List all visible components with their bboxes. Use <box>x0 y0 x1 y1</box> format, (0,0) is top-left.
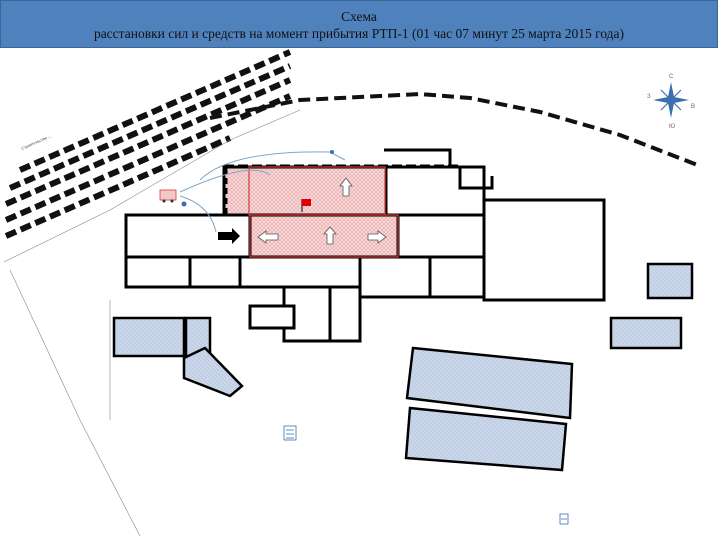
title-bar: Схема расстановки сил и средств на момен… <box>0 0 718 48</box>
hatched-tracks <box>4 49 292 239</box>
water-supply-icon <box>283 425 297 441</box>
main-building <box>124 148 606 343</box>
small-marker-icon <box>559 513 569 525</box>
attack-direction-arrow <box>218 228 240 244</box>
compass-east: В <box>691 104 695 110</box>
title-line-2: расстановки сил и средств на момент приб… <box>93 26 625 41</box>
fire-zone <box>248 166 399 258</box>
hydrant-icon <box>181 150 334 207</box>
site-boundary <box>3 109 301 537</box>
compass-north: С <box>669 74 674 80</box>
nozzle-icon <box>257 177 387 245</box>
fire-truck-icon <box>159 189 177 203</box>
title-line-1: Схема <box>341 9 377 24</box>
site-plan: Строительство ... <box>3 49 701 537</box>
compass-west: З <box>647 94 651 100</box>
compass-south: Ю <box>669 124 675 130</box>
boundary-road <box>209 91 701 168</box>
compass-rose-icon: С Ю В З <box>647 74 695 130</box>
road-label: Строительство ... <box>20 133 52 151</box>
flag-icon <box>301 199 311 212</box>
other-buildings <box>112 262 694 472</box>
